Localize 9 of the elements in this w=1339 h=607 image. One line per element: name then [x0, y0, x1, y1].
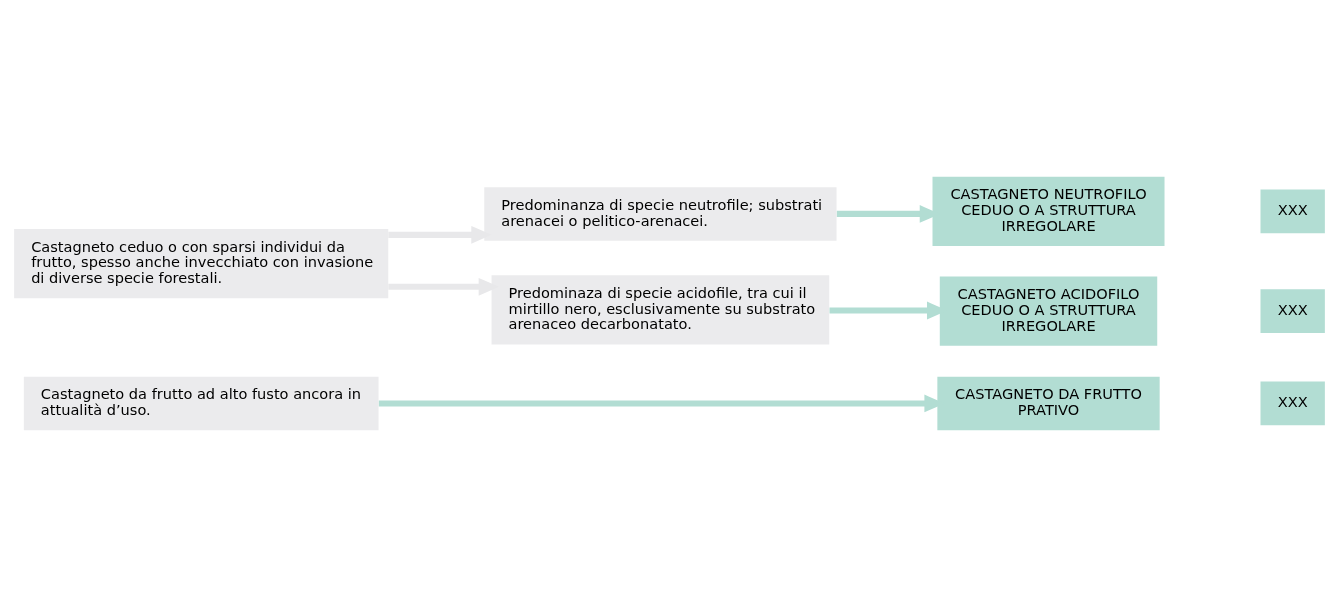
node-box: Castagneto da frutto ad alto fusto ancora in attualità d’uso.	[23, 376, 379, 431]
node-box: XXX	[1260, 289, 1325, 333]
node-box: XXX	[1260, 189, 1325, 234]
node-box: Predominanza di specie neutrofile; substrati arenacei o pelitico-arenacei.	[484, 187, 837, 241]
node-box: CASTAGNETO ACIDOFILO CEDUO O A STRUTTURA IRREGOLARE	[939, 276, 1158, 346]
node-box: Predominaza di specie acidofile, tra cui il mirtillo nero, esclusivamente su substrato arenaceo decarbonatato.	[491, 275, 830, 345]
node-box: CASTAGNETO DA FRUTTO PRATIVO	[937, 376, 1160, 431]
node-box: CASTAGNETO NEUTROFILO CEDUO O A STRUTTURA IRREGOLARE	[932, 176, 1165, 247]
node-box: XXX	[1260, 381, 1325, 426]
